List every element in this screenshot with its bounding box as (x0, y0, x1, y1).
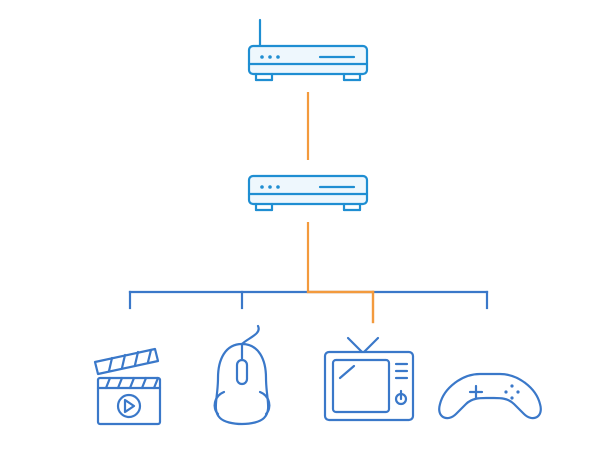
gamepad-icon (438, 372, 542, 420)
clapperboard-icon (93, 347, 162, 426)
router-icon (247, 18, 369, 82)
distribution-tree (128, 290, 489, 310)
tv-icon (323, 336, 415, 422)
mouse-icon (213, 324, 271, 426)
highlight-path (306, 290, 375, 324)
switch-icon (247, 174, 369, 212)
